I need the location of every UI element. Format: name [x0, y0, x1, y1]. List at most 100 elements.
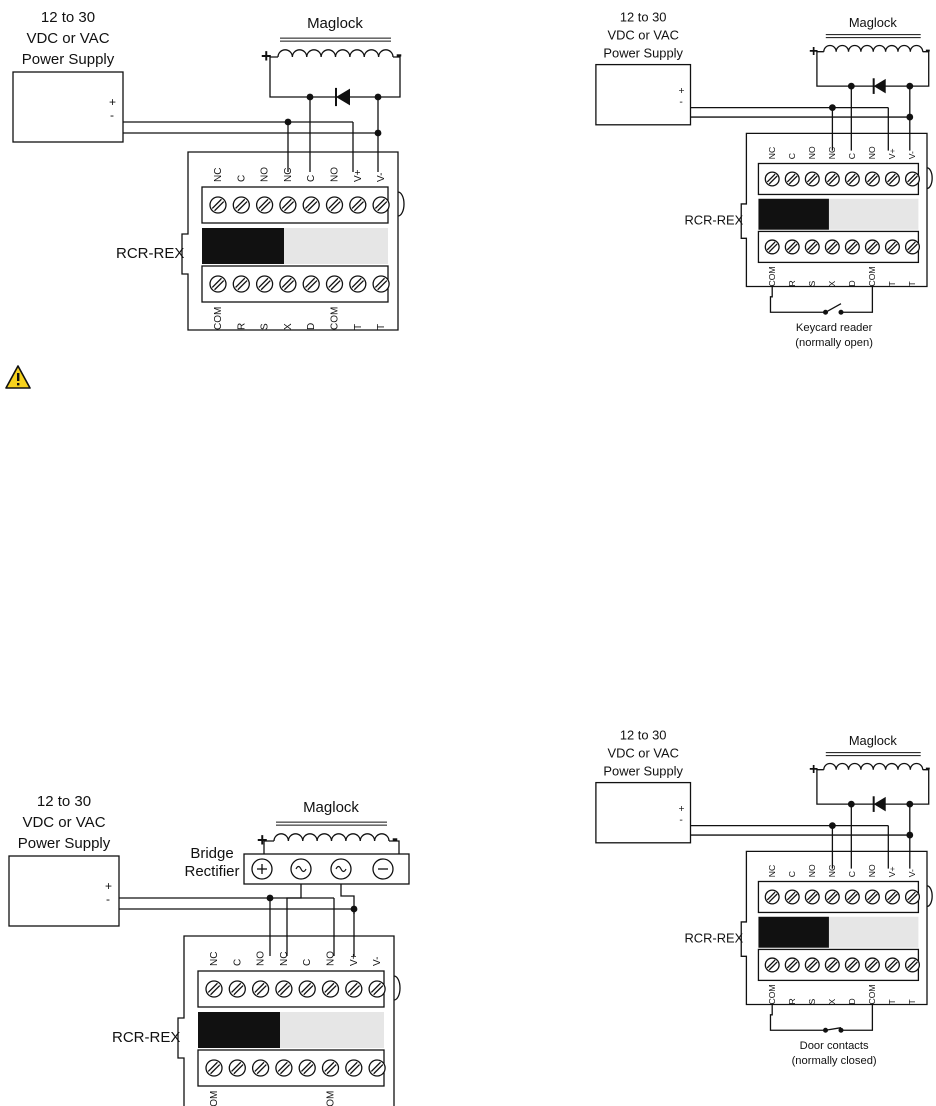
diode-icon — [872, 78, 886, 94]
terminal-label-bottom: X — [827, 280, 837, 286]
terminal-screw — [764, 957, 780, 973]
terminal-screw — [321, 980, 340, 998]
maglock-coil — [823, 752, 924, 770]
terminal-screw — [844, 239, 860, 255]
maglock: Maglock+- — [809, 15, 930, 60]
terminal-screw — [764, 889, 780, 905]
device-panel — [828, 198, 919, 230]
wiring — [119, 840, 400, 956]
terminal-label-bottom: D — [847, 280, 857, 286]
status-window — [198, 1012, 280, 1048]
rectifier-label: Rectifier — [184, 863, 239, 880]
power-supply-box — [8, 855, 120, 927]
terminal-screw — [884, 957, 900, 973]
wiring — [690, 51, 930, 151]
terminal-screw — [824, 889, 840, 905]
terminal-label-bottom: R — [787, 998, 797, 1004]
power-supply-label: VDC or VAC — [22, 814, 105, 831]
minus-terminal-label: - — [679, 815, 682, 826]
wire — [340, 884, 355, 914]
wiring — [123, 56, 401, 172]
terminal-screw — [804, 889, 820, 905]
device-label: RCR-REX — [684, 213, 743, 228]
terminal-label-top: C — [232, 959, 243, 966]
terminal-screw — [302, 196, 320, 214]
terminal-label-bottom: X — [283, 323, 294, 330]
terminal-screw — [255, 275, 274, 293]
maglock-label: Maglock — [307, 15, 363, 32]
junction-dot — [838, 1027, 844, 1033]
terminal-screw — [804, 239, 820, 255]
terminal-screw — [864, 239, 880, 255]
terminal-screw — [864, 171, 880, 187]
terminal-screw — [349, 275, 367, 293]
terminal-label-top: V+ — [887, 148, 897, 159]
maglock-label: Maglock — [849, 15, 898, 30]
terminal-screw — [302, 275, 320, 293]
terminal-label-top: NC — [279, 952, 290, 966]
power-supply-label: 12 to 30 — [37, 793, 91, 810]
terminal-label-bottom: S — [807, 998, 817, 1004]
terminal-screw — [784, 239, 800, 255]
wiring — [690, 769, 930, 869]
terminal-label-top: NC — [209, 952, 220, 966]
terminal-label-bottom: COM — [867, 984, 877, 1004]
terminal-screw — [884, 239, 900, 255]
maglock: Maglock+- — [809, 733, 930, 778]
power-supply-label: Power Supply — [22, 51, 115, 68]
power-supply-box — [595, 63, 692, 126]
terminal-screw — [904, 239, 920, 255]
maglock-coil — [823, 34, 924, 52]
terminal-screw — [275, 980, 293, 998]
terminal-screw — [764, 171, 780, 187]
terminal-screw — [368, 1059, 386, 1077]
power-supply-label: 12 to 30 — [620, 728, 667, 743]
diode-icon — [872, 796, 886, 812]
maglock-label: Maglock — [303, 799, 359, 816]
terminal-screw — [824, 171, 840, 187]
terminal-label-bottom: R — [787, 280, 797, 286]
rectifier-label: Bridge — [190, 845, 233, 862]
terminal-label-top: NO — [256, 951, 267, 966]
terminal-label-top: NC — [283, 168, 294, 182]
terminal-label-top: NC — [767, 147, 777, 159]
maglock-coil — [277, 37, 394, 58]
terminal-screw — [844, 957, 860, 973]
terminal-label-top: NC — [767, 865, 777, 877]
terminal-label-bottom: COM — [209, 1091, 220, 1106]
terminal-label-bottom: T — [353, 324, 364, 330]
terminal-screw — [345, 1059, 363, 1077]
terminal-label-top: NO — [260, 167, 271, 182]
terminal-label-bottom: T — [907, 280, 917, 286]
power-supply-box — [595, 781, 692, 844]
terminal-screw — [321, 1059, 340, 1077]
terminal-screw — [372, 196, 390, 214]
power-supply-label: VDC or VAC — [608, 746, 679, 761]
power-supply-label: VDC or VAC — [608, 28, 679, 43]
terminal-screw — [205, 1059, 223, 1077]
plus-terminal-label: + — [678, 804, 684, 815]
power-supply-box — [12, 71, 124, 143]
terminal-label-top: V+ — [887, 866, 897, 877]
terminal-screw — [232, 275, 250, 293]
junction-dot — [838, 309, 844, 315]
maglock-minus: - — [396, 44, 402, 64]
plus-terminal-label: + — [105, 879, 112, 893]
terminal-screw — [279, 196, 297, 214]
wire — [842, 286, 874, 313]
terminal-screw — [298, 1059, 316, 1077]
terminal-screw — [251, 980, 270, 998]
terminal-screw — [209, 275, 227, 293]
terminal-label-top: V- — [376, 173, 387, 182]
status-window — [758, 916, 829, 948]
terminal-screw — [345, 980, 363, 998]
terminal-screw — [232, 196, 250, 214]
